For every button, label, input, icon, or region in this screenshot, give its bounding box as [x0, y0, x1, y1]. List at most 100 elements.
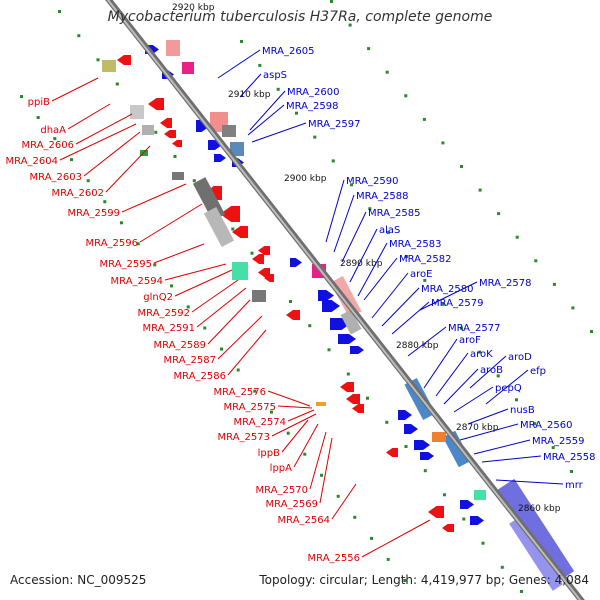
leader-line [153, 243, 205, 264]
leader-line [227, 329, 267, 376]
reverse-gene-arrow [232, 226, 248, 238]
gene-label-text: MRA_2578 [479, 278, 531, 289]
feature-block [474, 490, 486, 500]
accession-text: Accession: NC_009525 [10, 573, 147, 587]
tick-mark [441, 302, 445, 306]
leader-line [293, 423, 319, 468]
tick-mark [286, 431, 290, 435]
gene-label-mra-2592: MRA_2592 [138, 279, 239, 319]
gene-label-mra-2570: MRA_2570 [256, 431, 327, 496]
gene-label-mra-2576: MRA_2576 [214, 387, 311, 407]
gene-label-arod: aroD [469, 352, 532, 389]
gene-label-mra-2580: MRA_2580 [381, 284, 473, 327]
tick-mark [515, 235, 519, 239]
tick-mark [367, 47, 371, 51]
gene-label-mra-2591: MRA_2591 [143, 287, 247, 334]
gene-label-mra-2582: MRA_2582 [363, 254, 451, 301]
tick-mark [220, 347, 223, 351]
gene-label-text: MRA_2580 [421, 284, 473, 295]
gene-label-text: MRA_2570 [256, 485, 308, 496]
feature-block [172, 172, 184, 180]
reverse-gene-arrow [442, 524, 454, 532]
gene-label-text: MRA_2582 [399, 254, 451, 265]
leader-line [247, 104, 285, 136]
gene-label-mra-2606: MRA_2606 [22, 113, 133, 151]
gene-label-arof: aroF [423, 335, 481, 389]
gene-label-text: MRA_2556 [308, 553, 360, 564]
gene-label-text: MRA_2605 [262, 46, 314, 57]
reverse-gene-arrow [352, 404, 364, 413]
feature-block [142, 125, 154, 135]
gene-label-mra-2585: MRA_2585 [341, 208, 420, 263]
feature-block [102, 60, 116, 72]
gene-label-text: aroF [459, 335, 481, 346]
tick-mark [551, 446, 555, 450]
tick-mark [478, 188, 482, 192]
leader-line [341, 211, 367, 263]
leader-line [75, 113, 133, 145]
gene-label-text: MRA_2583 [389, 239, 441, 250]
tick-marks [20, 0, 593, 593]
forward-gene-arrow [290, 258, 302, 267]
forward-gene-arrow [420, 452, 434, 460]
gene-label-mra-2600: MRA_2600 [249, 87, 339, 131]
gene-label-mra-2578: MRA_2578 [419, 278, 531, 311]
forward-gene-arrow [460, 500, 474, 509]
gene-label-mra-2583: MRA_2583 [357, 239, 441, 297]
reverse-gene-arrow [117, 55, 131, 65]
tick-mark [170, 284, 173, 288]
gene-label-text: dhaA [40, 125, 66, 136]
tick-mark [331, 159, 335, 163]
leader-line [51, 77, 99, 102]
feature-block [166, 40, 180, 56]
leader-line [419, 281, 478, 311]
reverse-gene-arrow [386, 448, 398, 457]
tick-mark [346, 372, 350, 376]
tick-mark [370, 536, 373, 540]
leader-line [239, 73, 262, 98]
gene-label-text: MRA_2598 [286, 101, 338, 112]
gene-label-text: MRA_2559 [532, 436, 584, 447]
forward-gene-arrow [214, 154, 226, 162]
leader-line [287, 409, 315, 422]
feature-block [509, 517, 563, 591]
genome-summary-text: Topology: circular; Length: 4,419,977 bp… [259, 573, 589, 587]
gene-label-mrr: mrr [495, 479, 584, 491]
gene-label-alas: alaS [349, 225, 400, 283]
gene-label-aroe: aroE [371, 269, 432, 319]
leader-line [83, 131, 141, 177]
tick-mark [404, 94, 408, 98]
leader-line [271, 413, 317, 437]
leader-line [371, 272, 409, 319]
reverse-gene-arrow [286, 310, 300, 320]
gene-label-text: ppiB [28, 97, 50, 108]
gene-label-text: aroE [410, 269, 432, 280]
feature-block [340, 309, 362, 335]
gene-label-text: MRA_2592 [138, 308, 190, 319]
tick-mark [327, 348, 331, 352]
tick-mark [153, 263, 157, 267]
gene-label-text: MRA_2595 [100, 259, 152, 270]
tick-mark [533, 422, 537, 426]
reverse-gene-arrow [428, 506, 444, 518]
gene-label-text: lppA [270, 463, 292, 474]
tick-mark [203, 326, 207, 330]
gene-label-mra-2564: MRA_2564 [278, 483, 357, 526]
forward-gene-arrow [322, 300, 340, 312]
backbone-highlight [106, 0, 582, 600]
tick-mark [366, 396, 369, 400]
forward-gene-arrow [404, 424, 418, 434]
tick-mark [385, 420, 389, 424]
feature-block [432, 432, 446, 442]
leader-line [267, 390, 311, 407]
leader-line [139, 203, 203, 243]
gene-label-text: MRA_2575 [224, 402, 276, 413]
tick-mark [253, 389, 257, 393]
leader-line [357, 242, 388, 297]
feature-block [230, 142, 244, 156]
tick-mark [86, 179, 90, 183]
tick-mark [534, 259, 538, 263]
tick-mark [313, 135, 317, 139]
tick-mark [497, 212, 501, 216]
